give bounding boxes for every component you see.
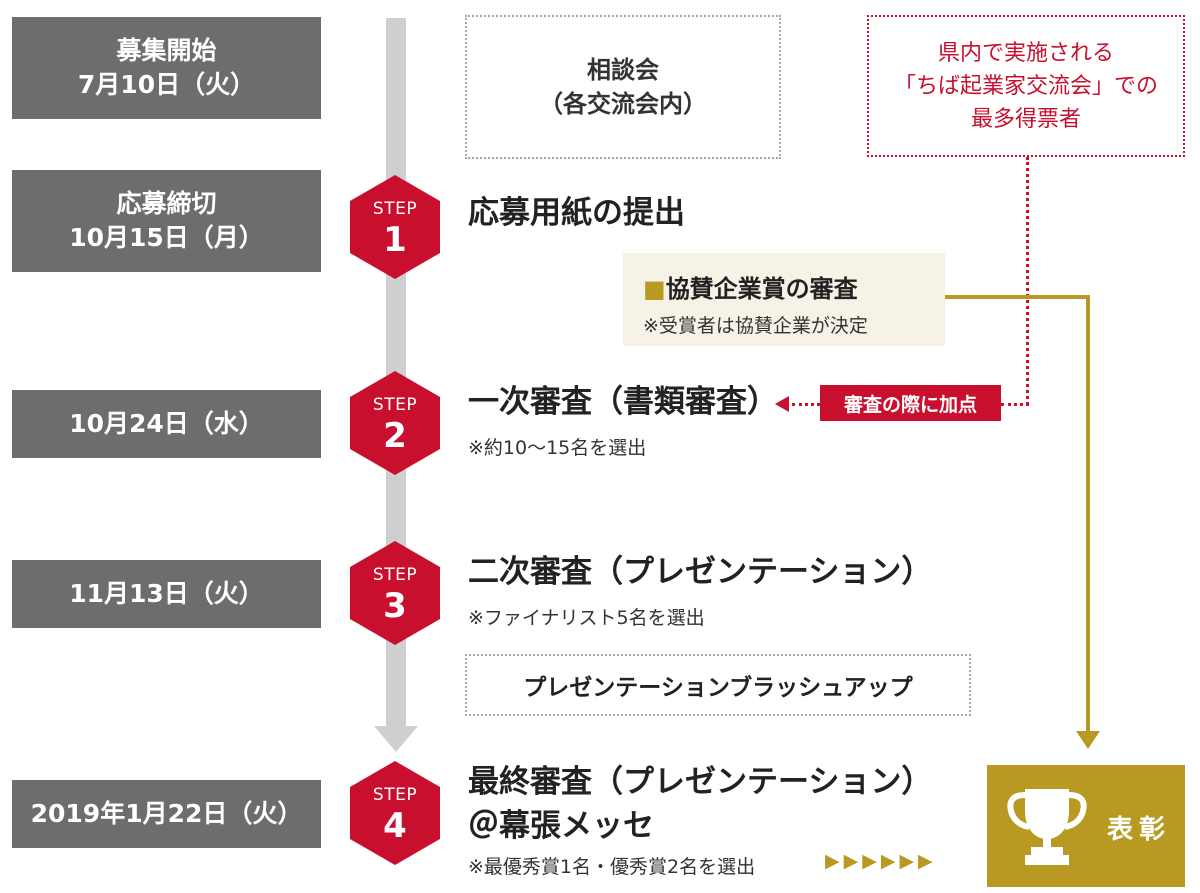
step-number: 2	[383, 416, 407, 456]
date-box-date: 11月13日（火）	[69, 579, 264, 608]
date-box-first-review: 10月24日（水）	[12, 390, 321, 458]
presentation-brushup-label: プレゼンテーションブラッシュアップ	[523, 675, 913, 701]
step-4-note: ※最優秀賞1名・優秀賞2名を選出	[468, 856, 756, 878]
date-box-label: 応募締切	[116, 189, 217, 218]
bonus-points-label: 審査の際に加点	[820, 385, 1001, 421]
step-number: 1	[383, 220, 407, 260]
sponsor-review-note: ※受賞者は協賛企業が決定	[643, 315, 868, 337]
prefecture-event-box: 県内で実施される 「ちば起業家交流会」での 最多得票者	[867, 15, 1185, 157]
sponsor-review-title: 協賛企業賞の審査	[665, 275, 858, 303]
award-label: 表彰	[1107, 815, 1172, 845]
step-2-badge: STEP 2	[350, 371, 440, 475]
final-arrow-markers: ▶▶▶▶▶▶	[825, 850, 937, 872]
step-4-title-line2: ＠幕張メッセ	[468, 808, 654, 844]
award-connector-horizontal	[945, 295, 1090, 299]
sponsor-review-heading: ■協賛企業賞の審査	[643, 269, 858, 304]
bonus-connector-horizontal-left	[792, 403, 820, 406]
trophy-icon	[1007, 789, 1087, 865]
consultation-box: 相談会 （各交流会内）	[465, 15, 781, 159]
consultation-title: 相談会	[587, 56, 659, 84]
date-box-label: 募集開始	[116, 36, 217, 65]
prefecture-line1: 県内で実施される	[937, 40, 1114, 66]
step-1-title: 応募用紙の提出	[468, 195, 685, 231]
step-3-title: 二次審査（プレゼンテーション）	[468, 554, 933, 590]
step-2-note: ※約10～15名を選出	[468, 437, 647, 459]
timeline-arrow-head	[374, 726, 418, 752]
date-box-date: 10月24日（水）	[69, 409, 264, 438]
date-box-recruitment-start: 募集開始 7月10日（火）	[12, 17, 321, 119]
date-box-date: 7月10日（火）	[77, 70, 256, 99]
prefecture-line2: 「ちば起業家交流会」での	[893, 73, 1158, 99]
award-connector-vertical	[1086, 295, 1090, 733]
presentation-brushup-box: プレゼンテーションブラッシュアップ	[465, 654, 971, 716]
step-1-badge: STEP 1	[350, 175, 440, 279]
sponsor-square-marker: ■	[643, 275, 666, 303]
consultation-subtitle: （各交流会内）	[539, 90, 707, 118]
bonus-connector-vertical	[1026, 157, 1029, 405]
date-box-second-review: 11月13日（火）	[12, 560, 321, 628]
step-number: 3	[383, 586, 407, 626]
date-box-application-deadline: 応募締切 10月15日（月）	[12, 170, 321, 272]
step-label: STEP	[372, 565, 418, 585]
step-number: 4	[383, 806, 407, 846]
step-label: STEP	[372, 395, 418, 415]
step-label: STEP	[372, 785, 418, 805]
bonus-arrow-head	[775, 396, 789, 412]
bonus-connector-horizontal-right	[1001, 403, 1029, 406]
date-box-final-review: 2019年1月22日（火）	[12, 780, 321, 848]
sponsor-review-box: ■協賛企業賞の審査 ※受賞者は協賛企業が決定	[623, 253, 945, 346]
date-box-date: 10月15日（月）	[69, 223, 264, 252]
award-arrow-head	[1076, 731, 1100, 749]
step-label: STEP	[372, 199, 418, 219]
step-4-badge: STEP 4	[350, 761, 440, 865]
step-4-title-line1: 最終審査（プレゼンテーション）	[468, 764, 933, 800]
step-2-title: 一次審査（書類審査）	[468, 384, 778, 420]
step-3-note: ※ファイナリスト5名を選出	[468, 607, 705, 629]
award-box: 表彰	[987, 765, 1185, 887]
date-box-date: 2019年1月22日（火）	[30, 799, 303, 828]
step-3-badge: STEP 3	[350, 541, 440, 645]
prefecture-line3: 最多得票者	[970, 106, 1081, 132]
